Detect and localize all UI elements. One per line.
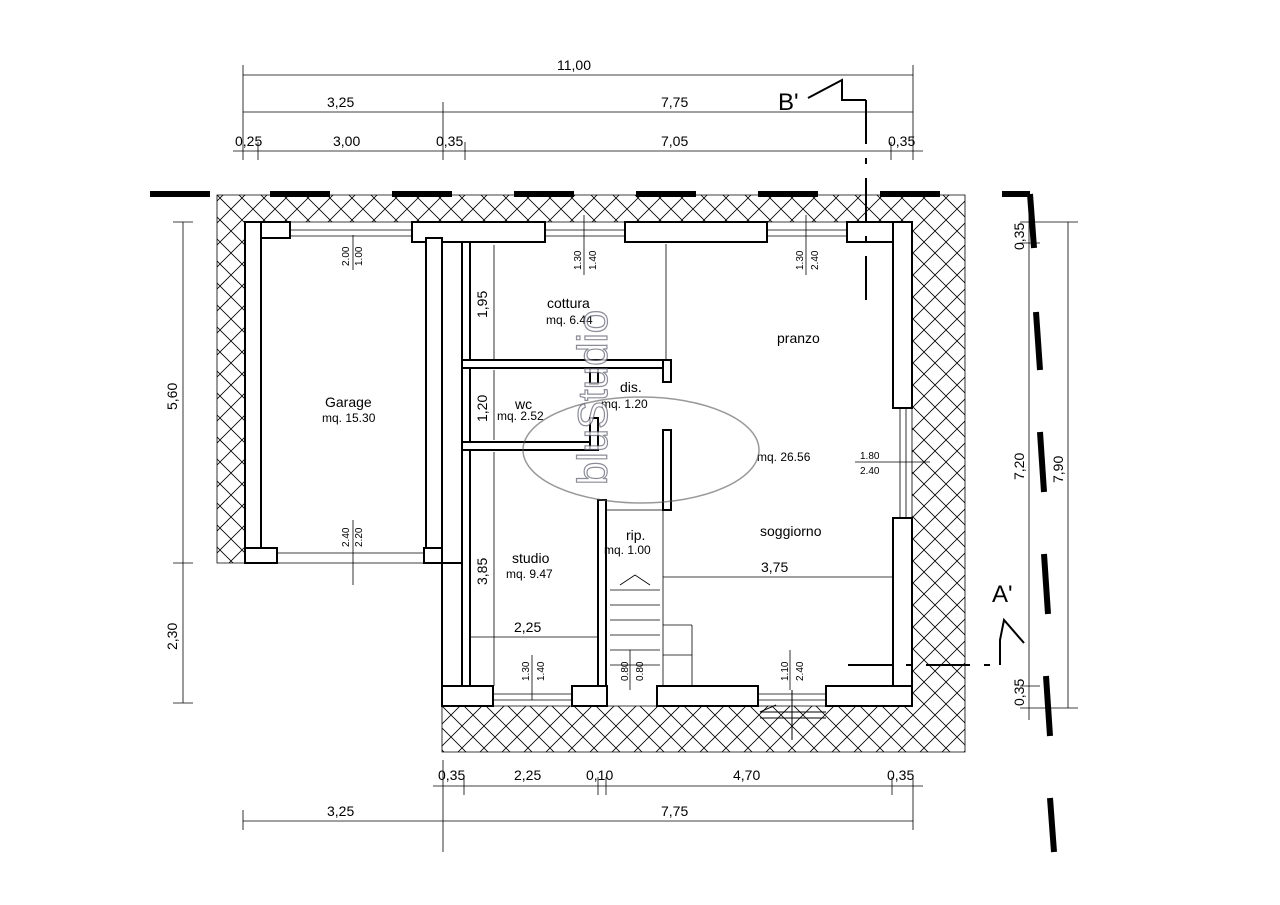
watermark: bluStudio: [522, 309, 760, 504]
room-garage-area: mq. 15.30: [322, 411, 376, 425]
dim-top-d5: 0,35: [888, 133, 915, 149]
dim-top-d4: 7,05: [661, 133, 688, 149]
dim-bottom-left: 3,25: [327, 803, 354, 819]
dim-right-total: 7,90: [1050, 456, 1066, 483]
section-mark-b: B': [778, 89, 799, 116]
opening-east-a: 1.80: [860, 451, 880, 462]
dim-bottom-d2: 2,25: [514, 767, 541, 783]
dim-top-total: 11,00: [557, 57, 591, 73]
dim-studio-width: 2,25: [514, 619, 541, 635]
dim-studio-height: 3,85: [474, 558, 490, 585]
opening-entry-b: 0.80: [635, 661, 646, 681]
opening-cottura-a: 1.30: [573, 250, 584, 270]
dim-left-lower: 2,30: [164, 623, 180, 650]
dim-bottom-d3: 0,10: [586, 767, 613, 783]
dim-bottom-d5: 0,35: [887, 767, 914, 783]
room-studio-area: mq. 9.47: [506, 567, 553, 581]
opening-garage-bot-a: 2.40: [341, 527, 352, 547]
room-soggiorno-name: soggiorno: [760, 523, 822, 539]
opening-studio-b: 1.40: [536, 661, 547, 681]
dim-right-mid: 7,20: [1011, 453, 1027, 480]
opening-garage-top-a: 2.00: [341, 246, 352, 266]
section-lines: B' A': [150, 78, 1057, 853]
dim-bottom-d4: 4,70: [733, 767, 760, 783]
room-rip-name: rip.: [626, 527, 645, 543]
dim-top-d2: 3,00: [333, 133, 360, 149]
section-mark-a: A': [992, 581, 1013, 608]
dim-bottom-right: 7,75: [661, 803, 688, 819]
opening-pranzo-a: 1.30: [795, 250, 806, 270]
room-studio-name: studio: [512, 550, 550, 566]
walls: [244, 221, 913, 707]
opening-garage-bot-b: 2.20: [354, 527, 365, 547]
opening-soggiorno-b: 2.40: [795, 661, 806, 681]
room-pranzo-name: pranzo: [777, 330, 820, 346]
dimension-lines: [173, 65, 1078, 852]
dim-top-d3: 0,35: [436, 133, 463, 149]
watermark-text: bluStudio: [569, 310, 616, 485]
opening-pranzo-b: 2.40: [810, 250, 821, 270]
dim-bottom-d1: 0,35: [438, 767, 465, 783]
opening-soggiorno-a: 1.10: [780, 661, 791, 681]
opening-cottura-b: 1.40: [588, 250, 599, 270]
opening-entry-a: 0.80: [620, 661, 631, 681]
openings-lines: [277, 215, 930, 740]
dim-left-upper: 5,60: [164, 383, 180, 410]
opening-garage-top-b: 1.00: [354, 246, 365, 266]
dim-right-bottom: 0,35: [1011, 679, 1027, 706]
dim-top-right: 7,75: [661, 94, 688, 110]
room-soggiorno-area: mq. 26.56: [757, 450, 811, 464]
opening-studio-a: 1.30: [521, 661, 532, 681]
dim-soggiorno-width: 3,75: [761, 559, 788, 575]
dim-cottura-height: 1,95: [474, 291, 490, 318]
room-dis-name: dis.: [620, 379, 642, 395]
dim-right-top: 0,35: [1011, 223, 1027, 250]
room-rip-area: mq. 1.00: [604, 543, 651, 557]
room-cottura-area: mq. 6.44: [546, 313, 593, 327]
dim-top-left: 3,25: [327, 94, 354, 110]
room-garage-name: Garage: [325, 394, 372, 410]
room-cottura-name: cottura: [547, 295, 590, 311]
opening-east-b: 2.40: [860, 466, 880, 477]
dim-wc-height: 1,20: [474, 395, 490, 422]
room-wc-name: wc: [514, 396, 532, 412]
room-dis-area: mq. 1.20: [601, 397, 648, 411]
room-wc-area: mq. 2.52: [497, 409, 544, 423]
dim-top-d1: 0,25: [235, 133, 262, 149]
